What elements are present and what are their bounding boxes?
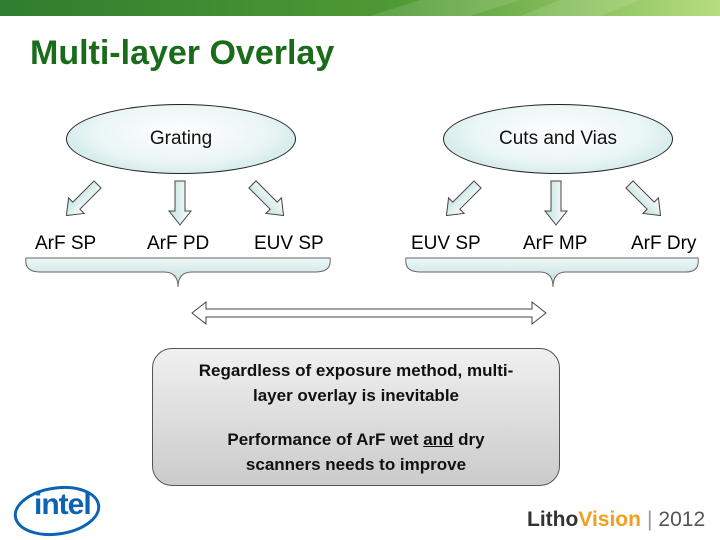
arrow-down <box>543 180 569 226</box>
group-ellipse-grating: Grating <box>66 104 296 174</box>
conclusion-line: scanners needs to improve <box>245 454 467 474</box>
conclusion-line: Performance of ArF wet and dry <box>227 429 485 449</box>
emphasis-and: and <box>423 429 454 449</box>
slide-title: Multi-layer Overlay <box>30 34 335 72</box>
group-label: Cuts and Vias <box>499 128 617 149</box>
lithovision-logo: LithoVision|2012 <box>527 508 706 531</box>
arrow-down-left <box>65 180 102 217</box>
group-label: Grating <box>149 128 213 149</box>
group-ellipse-cuts-vias: Cuts and Vias <box>443 104 673 174</box>
top-banner <box>0 0 720 16</box>
method-label: EUV SP <box>254 233 324 254</box>
method-label: ArF MP <box>523 233 588 254</box>
arrow-down-right <box>625 180 662 217</box>
arrow-down-right <box>248 180 285 217</box>
method-label: EUV SP <box>411 233 481 254</box>
event-year: 2012 <box>658 508 706 531</box>
intel-logo-ring <box>13 485 101 537</box>
conclusion-box: Regardless of exposure method, multi- la… <box>152 348 560 486</box>
brace-left <box>25 257 331 288</box>
arrow-down <box>167 180 193 226</box>
method-label: ArF Dry <box>631 233 697 254</box>
double-arrow <box>191 300 547 326</box>
brace-right <box>405 257 699 288</box>
method-label: ArF SP <box>35 233 97 254</box>
method-label: ArF PD <box>147 233 210 254</box>
conclusion-line: Regardless of exposure method, multi- <box>198 360 514 380</box>
intel-logo-text: intel <box>34 488 92 521</box>
conclusion-line: layer overlay is inevitable <box>252 385 459 405</box>
arrow-down-left <box>445 180 482 217</box>
